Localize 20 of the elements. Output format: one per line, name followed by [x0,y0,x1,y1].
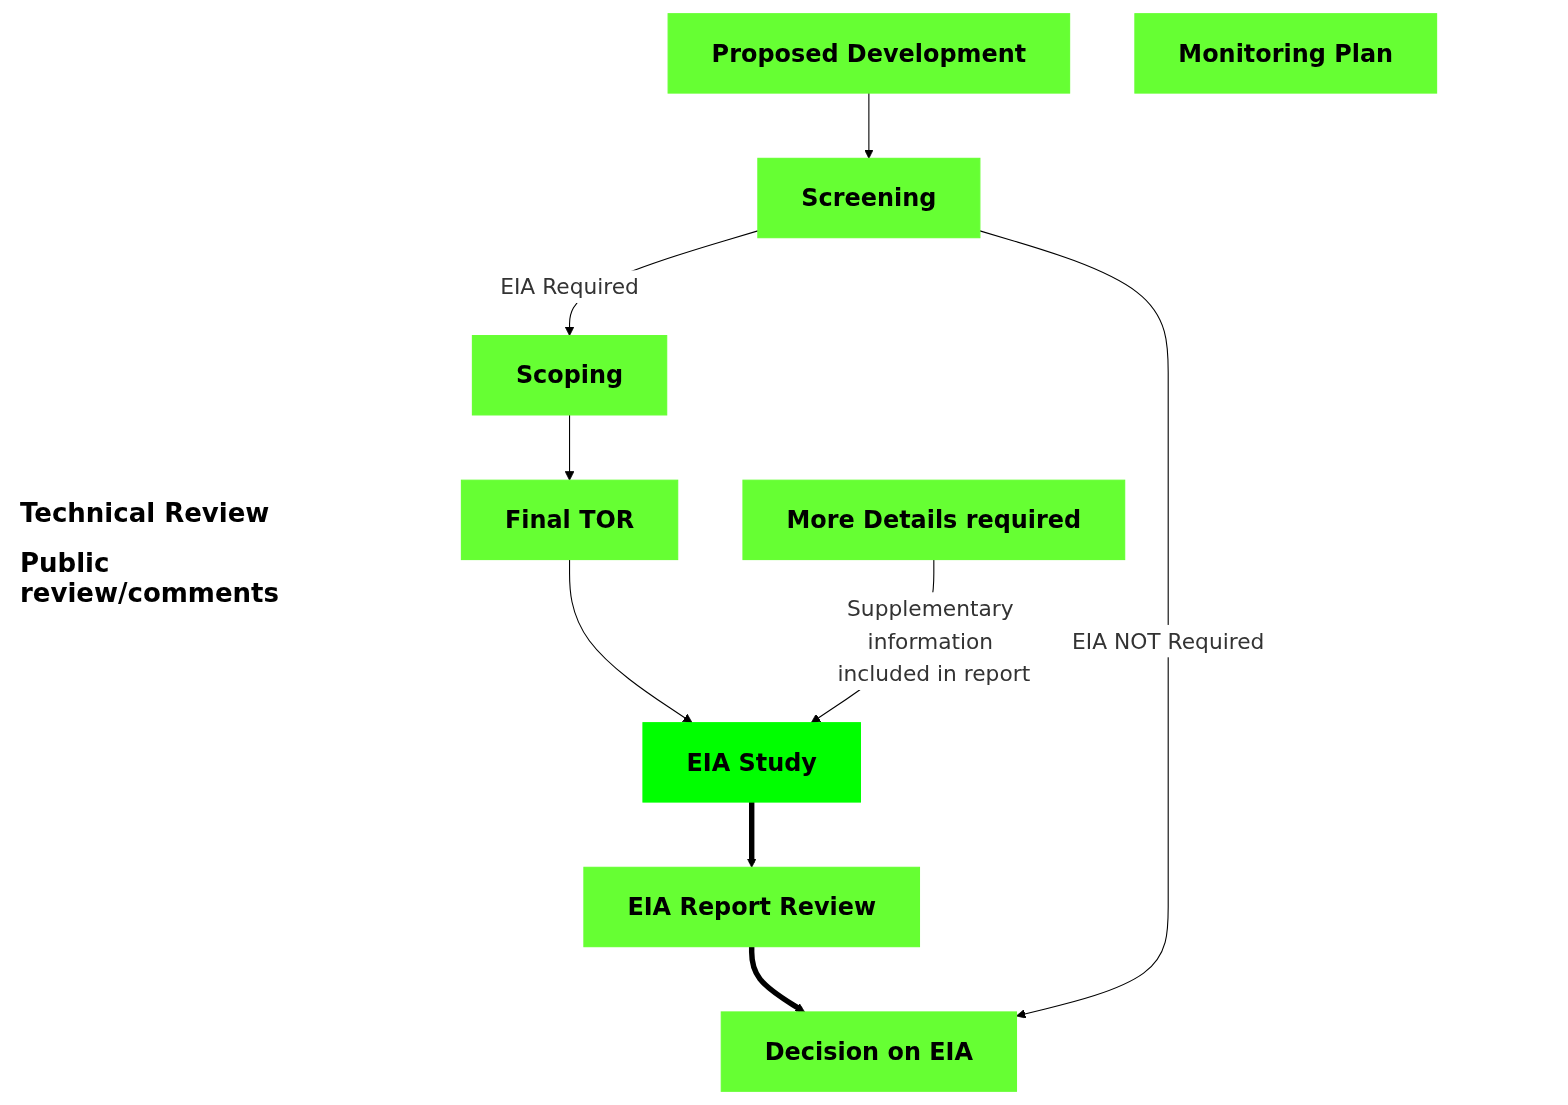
node-box: EIA Report Review [583,866,921,948]
edge-label: EIA NOT Required [1072,628,1265,655]
node-box: Scoping [471,335,668,416]
node-box: Screening [757,157,981,239]
note-text: Public review/comments [20,547,280,608]
node-box: Proposed Development [667,13,1071,94]
node-box: Monitoring Plan [1134,13,1438,94]
node-box: EIA Study [642,722,861,803]
node-box: Final TOR [460,479,679,561]
edge-label: Supplementary information included in report [837,595,1031,687]
arrow [569,559,693,724]
arrow [864,92,874,159]
arrow [746,802,757,868]
node-box: More Details required [742,479,1126,561]
edge-label: EIA Required [500,273,639,300]
arrow [979,230,1169,1019]
note-text: Technical Review [20,497,271,528]
arrow [748,946,805,1013]
arrow [564,414,575,481]
node-box: Decision on EIA [720,1011,1018,1092]
